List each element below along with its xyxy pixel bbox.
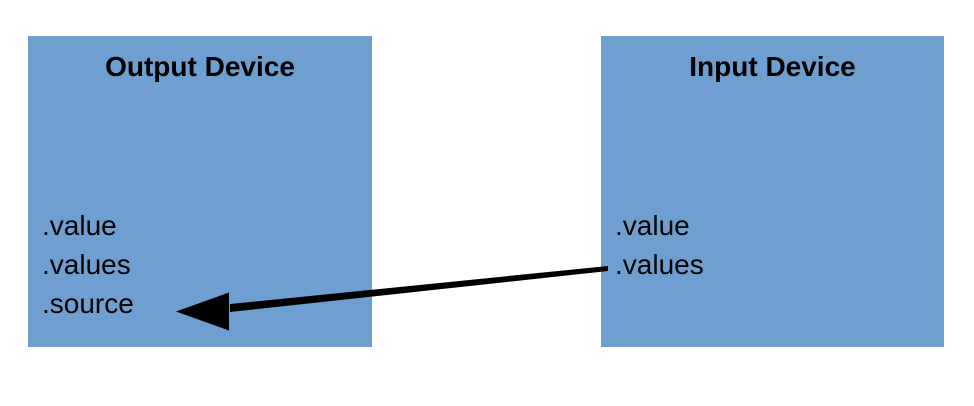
input-device-property-list: .value .values [615, 206, 704, 284]
input-device-box[interactable]: Input Device .value .values [601, 36, 944, 347]
output-device-title: Output Device [105, 51, 295, 82]
input-device-prop-value: .value [615, 210, 690, 241]
output-device-prop-source: .source [42, 288, 134, 319]
output-device-box[interactable]: Output Device .value .values .source [28, 36, 372, 347]
output-device-prop-values: .values [42, 249, 131, 280]
input-device-title: Input Device [689, 51, 856, 82]
input-device-prop-values: .values [615, 249, 704, 280]
output-device-prop-value: .value [42, 210, 117, 241]
output-device-property-list: .value .values .source [42, 206, 134, 323]
